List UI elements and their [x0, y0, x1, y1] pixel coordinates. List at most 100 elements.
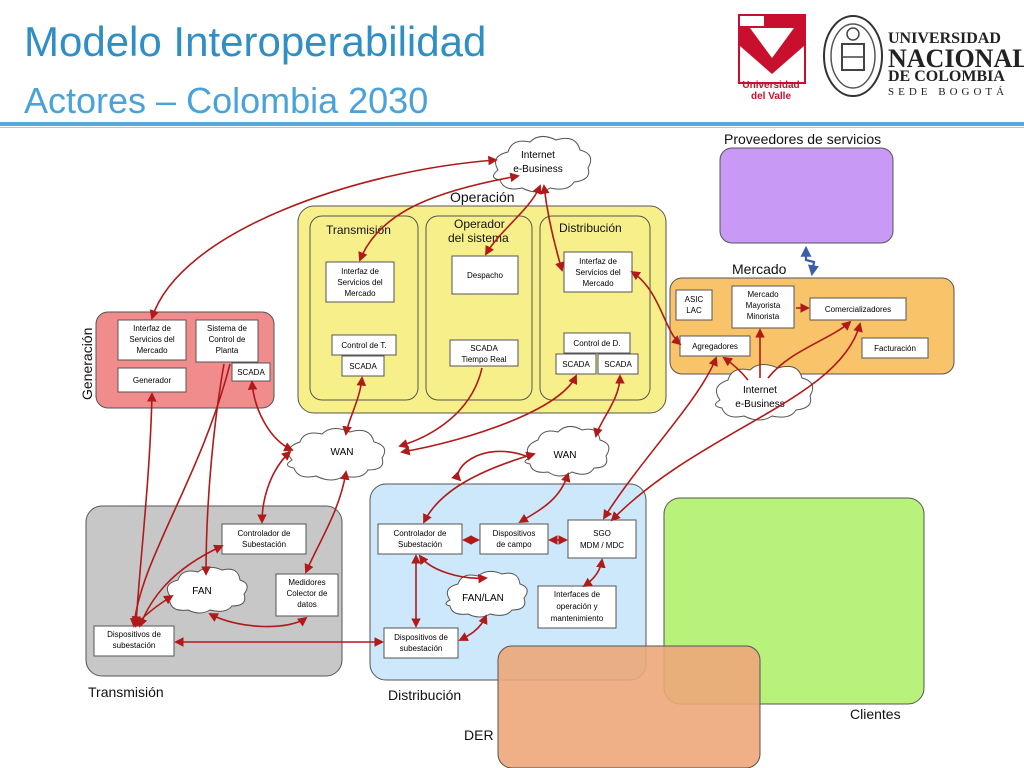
svg-text:Subestación: Subestación	[242, 540, 286, 549]
mkt-mayorista-box: Mercado Mayorista Minorista	[731, 285, 795, 329]
svg-text:FAN: FAN	[192, 586, 211, 597]
svg-text:SCADA: SCADA	[349, 362, 377, 371]
der-domain	[497, 645, 761, 768]
svg-text:e-Business: e-Business	[513, 164, 562, 175]
mercado-domain	[669, 277, 955, 375]
unal-seal-icon	[822, 14, 884, 98]
svg-text:Facturación: Facturación	[874, 344, 916, 353]
svg-text:Control de: Control de	[209, 335, 246, 344]
svg-text:Internet: Internet	[521, 150, 555, 161]
svg-text:WAN: WAN	[331, 447, 354, 458]
arrow-wan2-sgo	[451, 450, 527, 482]
proveedores-domain	[719, 147, 894, 244]
op-scada-d1-box: SCADA	[555, 353, 597, 375]
svg-text:Mercado: Mercado	[136, 346, 168, 355]
generacion-label: Generación	[79, 328, 95, 400]
connection-arrows	[129, 155, 863, 647]
der-label: DER	[464, 727, 494, 743]
arrow-facturacion-sgo	[610, 322, 863, 522]
svg-text:Controlador de: Controlador de	[238, 529, 291, 538]
arrow-fan-medidores	[208, 613, 308, 628]
op-control-t-box: Control de T.	[331, 334, 397, 356]
dx-sgo-box: SGO MDM / MDC	[567, 519, 637, 559]
svg-text:Controlador de: Controlador de	[394, 529, 447, 538]
univalle-logo	[738, 14, 806, 84]
arrow-wan2-dx-disp-campo	[518, 472, 571, 523]
svg-text:SGO: SGO	[593, 529, 611, 538]
op-operador-label-1: Operador	[454, 217, 505, 231]
svg-text:Mercado: Mercado	[582, 279, 614, 288]
clientes-label: Clientes	[850, 706, 901, 722]
svg-text:Generador: Generador	[133, 376, 172, 385]
svg-text:subestación: subestación	[113, 641, 156, 650]
svg-text:datos: datos	[297, 600, 317, 609]
svg-text:Agregadores: Agregadores	[692, 342, 738, 351]
arrow-wan2-dx-controlador	[423, 451, 536, 524]
unal-logo-line3: DE COLOMBIA	[888, 68, 1005, 85]
arrow-dx-controlador-fan-lan	[418, 554, 488, 584]
svg-text:FAN/LAN: FAN/LAN	[462, 593, 504, 604]
svg-text:Servicios del: Servicios del	[129, 335, 175, 344]
svg-text:Interfaz de: Interfaz de	[341, 267, 379, 276]
svg-text:Servicios del: Servicios del	[575, 268, 621, 277]
svg-text:Mayorista: Mayorista	[746, 301, 781, 310]
svg-text:Dispositivos de: Dispositivos de	[107, 630, 161, 639]
page-title: Modelo Interoperabilidad	[24, 18, 487, 65]
mkt-asic-box: ASIC LAC	[675, 289, 713, 321]
svg-text:WAN: WAN	[554, 450, 577, 461]
page-subtitle: Actores – Colombia 2030	[24, 80, 429, 121]
op-interfaz-t-box: Interfaz de Servicios del Mercado	[325, 261, 395, 303]
svg-text:SCADA: SCADA	[604, 360, 632, 369]
op-control-d-box: Control de D.	[563, 332, 631, 354]
mkt-facturacion-box: Facturación	[861, 337, 929, 359]
svg-text:de campo: de campo	[496, 540, 532, 549]
svg-text:Medidores: Medidores	[288, 578, 325, 587]
svg-text:Interfaz de: Interfaz de	[579, 257, 617, 266]
arrow-internet-op-interfaz-t	[358, 172, 520, 262]
arrow-scada-t-wan1	[342, 376, 367, 436]
op-scada-tr-box: SCADA Tiempo Real	[449, 339, 519, 367]
svg-text:mantenimiento: mantenimiento	[551, 614, 604, 623]
gen-interfaz-box: Interfaz de Servicios del Mercado	[117, 319, 187, 361]
dx-dispositivos-campo-box: Dispositivos de campo	[479, 523, 549, 555]
svg-text:Mercado: Mercado	[344, 289, 376, 298]
svg-text:subestación: subestación	[400, 644, 443, 653]
svg-text:Minorista: Minorista	[747, 312, 780, 321]
dx-controlador-box: Controlador de Subestación	[377, 523, 463, 555]
distribucion-label: Distribución	[388, 687, 461, 703]
svg-text:Interfaz de: Interfaz de	[133, 324, 171, 333]
tx-dispositivos-box: Dispositivos de subestación	[93, 625, 175, 657]
arrow-wan1-medidores	[304, 470, 350, 574]
svg-text:Sistema de: Sistema de	[207, 324, 248, 333]
svg-text:operación y: operación y	[556, 602, 597, 611]
op-scada-t-box: SCADA	[341, 355, 385, 377]
svg-text:Interfaces de: Interfaces de	[554, 590, 601, 599]
svg-text:LAC: LAC	[686, 306, 702, 315]
gen-scada-box: SCADA	[231, 362, 271, 382]
univalle-logo-text: Universidad del Valle	[742, 80, 800, 102]
mkt-comercializadores-box: Comercializadores	[809, 297, 907, 321]
proveedores-mercado-link	[800, 245, 819, 277]
svg-text:SCADA: SCADA	[470, 344, 498, 353]
title-divider-thin	[0, 127, 1024, 128]
arrow-gen-scada-wan1	[247, 380, 294, 452]
tx-medidores-box: Medidores Colector de datos	[275, 573, 339, 617]
op-scada-d2-box: SCADA	[597, 353, 639, 375]
title-divider	[0, 122, 1024, 126]
svg-text:Dispositivos de: Dispositivos de	[394, 633, 448, 642]
tx-controlador-box: Controlador de Subestación	[221, 523, 307, 555]
svg-text:Subestación: Subestación	[398, 540, 442, 549]
dx-interfaces-box: Interfaces de operación y mantenimiento	[537, 585, 617, 629]
svg-text:Servicios del: Servicios del	[337, 278, 383, 287]
svg-text:Planta: Planta	[216, 346, 239, 355]
transmision-label: Transmisión	[88, 684, 164, 700]
gen-generador-box: Generador	[117, 367, 187, 393]
svg-text:SCADA: SCADA	[562, 360, 590, 369]
svg-text:SCADA: SCADA	[237, 368, 265, 377]
svg-text:Dispositivos: Dispositivos	[493, 529, 536, 538]
svg-text:MDM / MDC: MDM / MDC	[580, 541, 624, 550]
svg-text:Control de D.: Control de D.	[573, 339, 620, 348]
arrow-internet-despacho	[485, 184, 542, 256]
unal-logo-line2: NACIONAL	[888, 44, 1024, 73]
